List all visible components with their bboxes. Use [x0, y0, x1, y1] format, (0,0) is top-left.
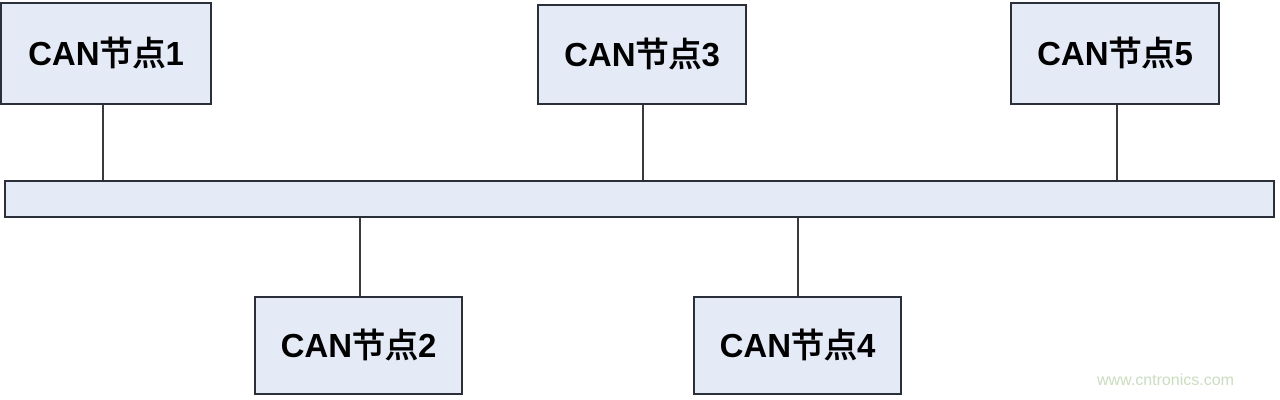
can-node-5-label: CAN节点5	[1037, 35, 1193, 72]
can-node-3-label: CAN节点3	[564, 36, 720, 73]
can-node-4[interactable]: CAN节点4	[693, 296, 902, 395]
can-node-2-label: CAN节点2	[280, 327, 437, 364]
can-node-3[interactable]: CAN节点3	[537, 4, 747, 105]
connector-line-node-3	[642, 105, 644, 181]
connector-line-node-1	[102, 105, 104, 181]
can-node-1[interactable]: CAN节点1	[0, 2, 212, 105]
can-node-1-label: CAN节点1	[28, 35, 184, 72]
can-bus-line	[4, 180, 1275, 218]
can-node-4-label: CAN节点4	[719, 327, 876, 364]
connector-line-node-4	[797, 217, 799, 297]
can-node-2[interactable]: CAN节点2	[254, 296, 463, 395]
site-watermark: www.cntronics.com	[1097, 372, 1234, 389]
connector-line-node-2	[359, 217, 361, 297]
can-node-5[interactable]: CAN节点5	[1010, 2, 1220, 105]
connector-line-node-5	[1116, 105, 1118, 181]
